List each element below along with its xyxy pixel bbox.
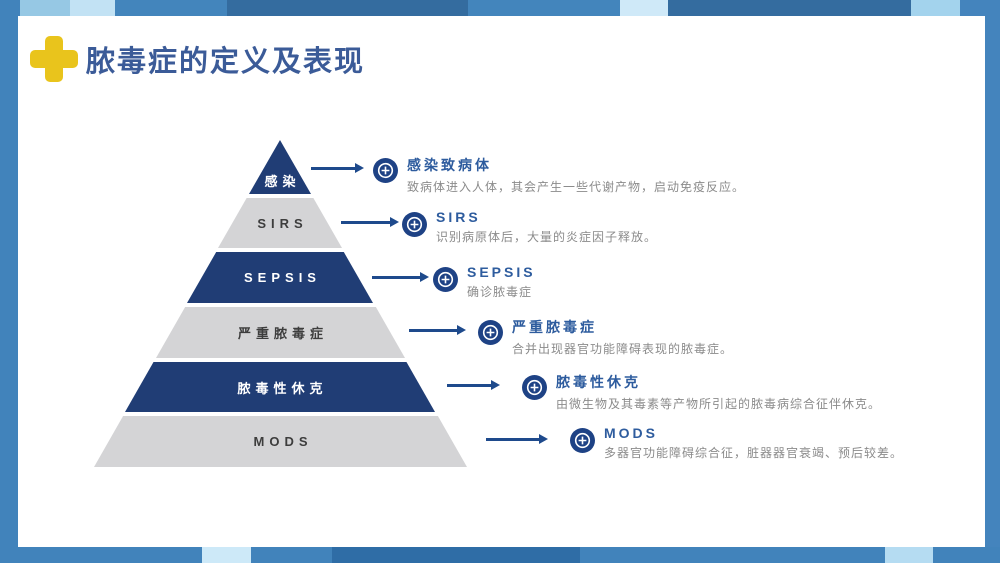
frame-segment [911,0,960,16]
item-title: 感染致病体 [407,157,492,173]
item-description: 识别病原体后，大量的炎症因子释放。 [436,230,658,244]
frame-segment [580,547,885,563]
right-border [985,16,1000,547]
frame-segment [251,547,332,563]
definition-item-septic-shock: 脓毒性休克 由微生物及其毒素等产物所引起的脓毒病综合征伴休克。 [522,374,882,415]
frame-segment [960,0,1000,16]
pyramid-level-label: 感染 [264,174,301,189]
definition-item-sepsis: SEPSIS 确诊脓毒症 [433,264,536,303]
arrowhead-icon [420,272,429,282]
item-description: 多器官功能障碍综合征，脏器器官衰竭、预后较差。 [604,446,904,460]
pyramid-level-severe-sepsis: 严重脓毒症 [156,307,405,358]
left-border [0,16,18,547]
frame-segment [933,547,1000,563]
frame-segment [70,0,115,16]
arrowhead-icon [355,163,364,173]
plus-cross-icon [30,36,78,82]
page-title: 脓毒症的定义及表现 [86,46,366,78]
circle-plus-icon [478,320,503,345]
item-title: 脓毒性休克 [556,374,641,390]
frame-segment [885,547,933,563]
frame-segment [202,547,251,563]
pyramid-level-label: MODS [253,434,313,449]
arrow-icon [372,272,429,282]
frame-segment [0,0,20,16]
item-description: 确诊脓毒症 [467,285,533,299]
item-title: SEPSIS [467,264,536,280]
pyramid-level-septic-shock: 脓毒性休克 [125,362,435,412]
pyramid-level-label: 严重脓毒症 [237,326,328,341]
arrow-icon [447,380,500,390]
frame-segment [20,0,70,16]
arrow-icon [409,325,466,335]
arrow-icon [486,434,548,444]
arrow-icon [341,217,399,227]
item-description: 致病体进入人体，其会产生一些代谢产物，启动免疫反应。 [407,180,746,194]
definition-item-sirs: SIRS 识别病原体后，大量的炎症因子释放。 [402,209,658,248]
circle-plus-icon [522,375,547,400]
item-description: 由微生物及其毒素等产物所引起的脓毒病综合征伴休克。 [556,397,882,411]
pyramid-level-sirs: SIRS [218,198,342,248]
circle-plus-icon [373,158,398,183]
top-border-strip [0,0,1000,16]
arrowhead-icon [539,434,548,444]
bottom-border-strip [0,547,1000,563]
pyramid-level-infection: 感染 [249,140,311,194]
frame-segment [668,0,911,16]
item-title: 严重脓毒症 [512,319,597,335]
frame-segment [227,0,468,16]
frame-segment [115,0,227,16]
frame-segment [332,547,580,563]
item-description: 合并出现器官功能障碍表现的脓毒症。 [512,342,734,356]
definition-item-infection: 感染致病体 致病体进入人体，其会产生一些代谢产物，启动免疫反应。 [373,157,746,198]
arrowhead-icon [390,217,399,227]
arrowhead-icon [457,325,466,335]
item-title: MODS [604,425,658,441]
definition-item-mods: MODS 多器官功能障碍综合征，脏器器官衰竭、预后较差。 [570,425,904,464]
pyramid-level-label: 脓毒性休克 [237,380,328,396]
arrow-icon [311,163,364,173]
item-title: SIRS [436,209,481,225]
frame-segment [468,0,620,16]
pyramid-level-label: SEPSIS [244,270,321,285]
frame-segment [0,547,202,563]
circle-plus-icon [433,267,458,292]
definition-item-severe-sepsis: 严重脓毒症 合并出现器官功能障碍表现的脓毒症。 [478,319,734,360]
arrowhead-icon [491,380,500,390]
pyramid-level-label: SIRS [257,215,308,231]
circle-plus-icon [570,428,595,453]
pyramid-level-sepsis: SEPSIS [187,252,373,303]
frame-segment [620,0,668,16]
pyramid-level-mods: MODS [94,416,467,467]
circle-plus-icon [402,212,427,237]
